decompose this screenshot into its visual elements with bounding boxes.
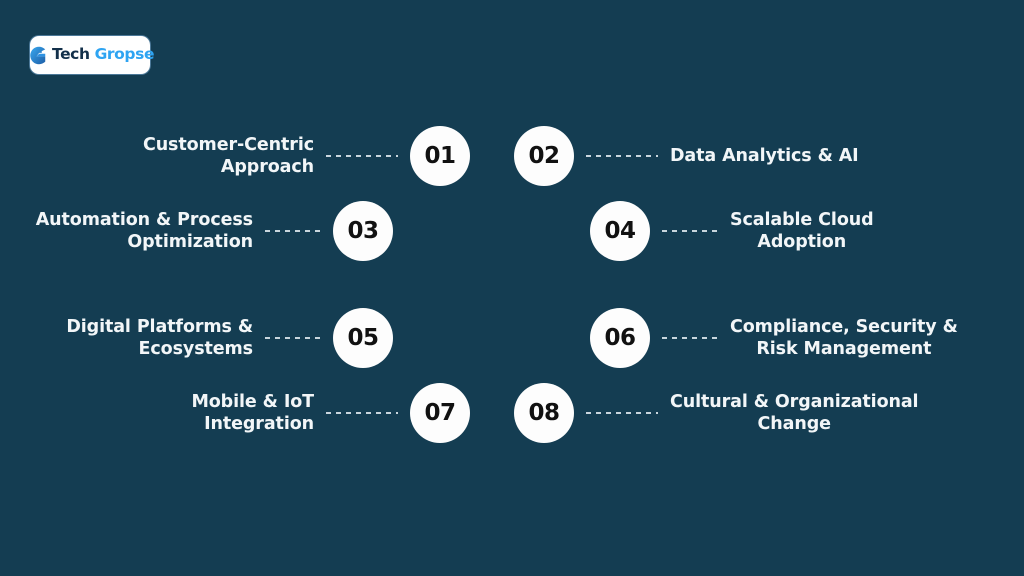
item-label-04: Scalable Cloud Adoption xyxy=(730,209,874,252)
list-item-05[interactable]: Digital Platforms & Ecosystems 05 xyxy=(66,307,393,369)
item-number-01[interactable]: 01 xyxy=(410,126,470,186)
item-label-01: Customer-Centric Approach xyxy=(142,134,314,177)
item-label-07: Mobile & IoT Integration xyxy=(191,391,314,434)
connector-dash-04 xyxy=(662,230,718,232)
connector-dash-02 xyxy=(586,155,658,157)
list-item-04[interactable]: 04 Scalable Cloud Adoption xyxy=(590,200,874,262)
connector-dash-05 xyxy=(265,337,321,339)
item-number-03[interactable]: 03 xyxy=(333,201,393,261)
logo-text-tech: Tech xyxy=(51,45,90,64)
list-item-06[interactable]: 06 Compliance, Security & Risk Managemen… xyxy=(590,307,958,369)
item-label-05: Digital Platforms & Ecosystems xyxy=(66,316,253,359)
item-number-04[interactable]: 04 xyxy=(590,201,650,261)
item-number-06[interactable]: 06 xyxy=(590,308,650,368)
connector-dash-03 xyxy=(265,230,321,232)
logo-text-gropse: Gropse xyxy=(94,45,155,64)
list-item-02[interactable]: 02 Data Analytics & AI xyxy=(514,125,859,187)
list-item-07[interactable]: Mobile & IoT Integration 07 xyxy=(191,382,470,444)
connector-dash-08 xyxy=(586,412,658,414)
list-item-08[interactable]: 08 Cultural & Organizational Change xyxy=(514,382,919,444)
item-label-03: Automation & Process Optimization xyxy=(35,209,253,252)
techgropse-g-icon xyxy=(30,46,46,64)
connector-dash-01 xyxy=(326,155,398,157)
item-label-08: Cultural & Organizational Change xyxy=(670,391,919,434)
list-item-01[interactable]: Customer-Centric Approach 01 xyxy=(143,125,470,187)
item-number-07[interactable]: 07 xyxy=(410,383,470,443)
item-label-06: Compliance, Security & Risk Management xyxy=(730,316,958,359)
connector-dash-07 xyxy=(326,412,398,414)
item-number-02[interactable]: 02 xyxy=(514,126,574,186)
item-number-08[interactable]: 08 xyxy=(514,383,574,443)
list-item-03[interactable]: Automation & Process Optimization 03 xyxy=(36,200,393,262)
item-number-05[interactable]: 05 xyxy=(333,308,393,368)
connector-dash-06 xyxy=(662,337,718,339)
item-label-02: Data Analytics & AI xyxy=(670,145,859,166)
